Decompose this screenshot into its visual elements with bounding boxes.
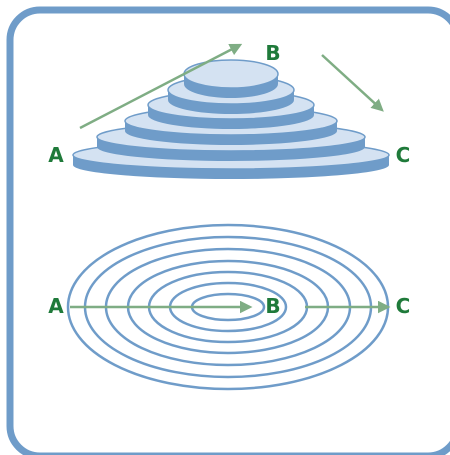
label-c-bottom: C — [396, 294, 411, 318]
tier-side — [73, 155, 389, 179]
label-a-top: A — [48, 143, 64, 167]
tier-side — [97, 137, 365, 161]
tier-side — [148, 105, 314, 129]
tier-side — [184, 74, 278, 98]
label-b-bottom: B — [265, 294, 280, 318]
tier-top — [183, 59, 279, 89]
arrow-b-to-c-top — [321, 54, 384, 112]
rounded-frame — [6, 6, 450, 455]
label-c-top: C — [396, 143, 411, 167]
tier-side — [168, 90, 294, 114]
tier-side — [125, 121, 337, 145]
arrow-a-to-b-top — [79, 43, 243, 130]
label-b-top: B — [265, 41, 280, 65]
label-a-bottom: A — [48, 294, 64, 318]
stepped-tiers — [72, 59, 390, 179]
